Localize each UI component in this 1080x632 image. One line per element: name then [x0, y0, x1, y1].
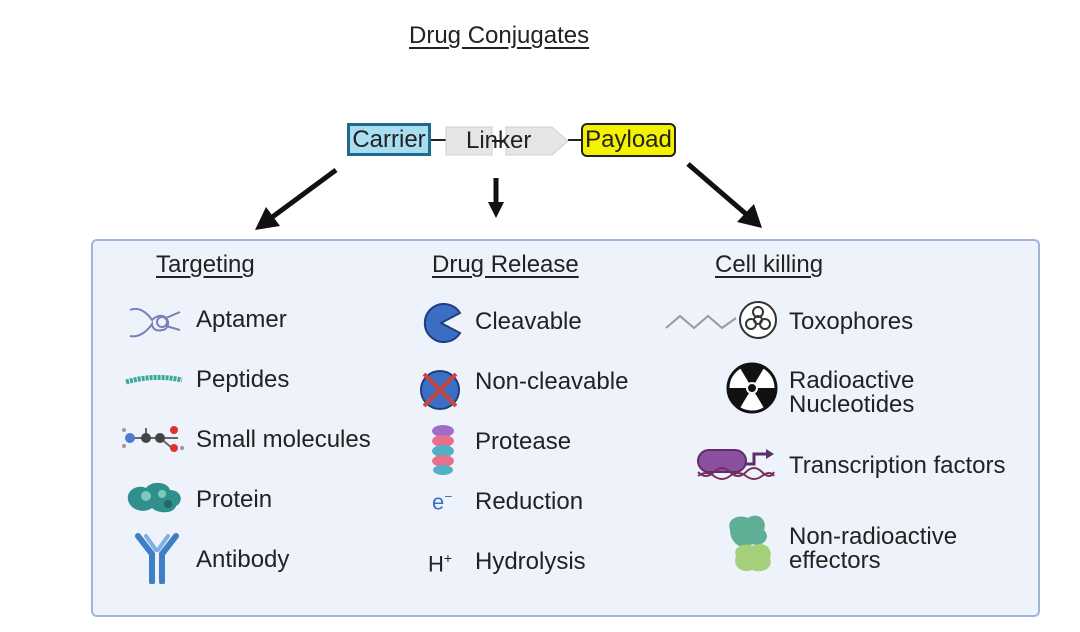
list-item: Toxophores	[789, 308, 914, 335]
list-item: Aptamer	[196, 306, 287, 333]
electron-icon: e−	[432, 488, 453, 515]
list-item: Antibody	[196, 546, 290, 573]
list-item: Cleavable	[475, 308, 582, 335]
carrier-box: Carrier	[347, 123, 431, 156]
list-item: Non-cleavable	[475, 368, 629, 395]
list-item: Peptides	[196, 366, 290, 393]
drug-release-heading: Drug Release	[432, 251, 579, 278]
list-item: Protease	[475, 428, 572, 455]
pacman-icon	[423, 303, 462, 343]
crossed-circle-icon	[420, 370, 460, 410]
arrow-to-drug-release	[488, 178, 504, 218]
page-title: Drug Conjugates	[409, 22, 590, 49]
antibody-icon	[135, 533, 179, 584]
peptide-chain-icon	[125, 374, 183, 385]
conjugate-schematic	[255, 126, 762, 230]
payload-box: Payload	[581, 123, 676, 157]
targeting-heading: Targeting	[156, 251, 255, 278]
categories-panel	[91, 239, 1040, 617]
radiation-icon	[726, 362, 778, 414]
list-item: Protein	[196, 486, 273, 513]
protease-icon	[432, 425, 454, 475]
list-item: Reduction	[475, 488, 584, 515]
aptamer-icon	[129, 308, 181, 338]
effector-icon	[729, 515, 771, 572]
arrow-to-targeting	[255, 167, 338, 230]
biohazard-icon	[665, 301, 777, 339]
proton-icon: H+	[428, 550, 453, 577]
list-item: Hydrolysis	[475, 548, 586, 575]
radioactive-nucleotides-label: Radioactive Nucleotides	[789, 367, 915, 418]
list-item: Transcription factors	[789, 452, 1006, 479]
linker-segment-2	[505, 126, 569, 156]
cell-killing-heading: Cell killing	[715, 251, 824, 278]
linker-label: Linker	[466, 127, 532, 154]
transcription-factor-icon	[697, 449, 775, 480]
non-radioactive-effectors-label: Non-radioactive effectors	[789, 523, 958, 574]
protein-icon	[127, 482, 181, 513]
list-item: Small molecules	[196, 426, 371, 453]
arrow-to-cell-killing	[686, 162, 762, 228]
molecule-icon	[122, 426, 184, 452]
